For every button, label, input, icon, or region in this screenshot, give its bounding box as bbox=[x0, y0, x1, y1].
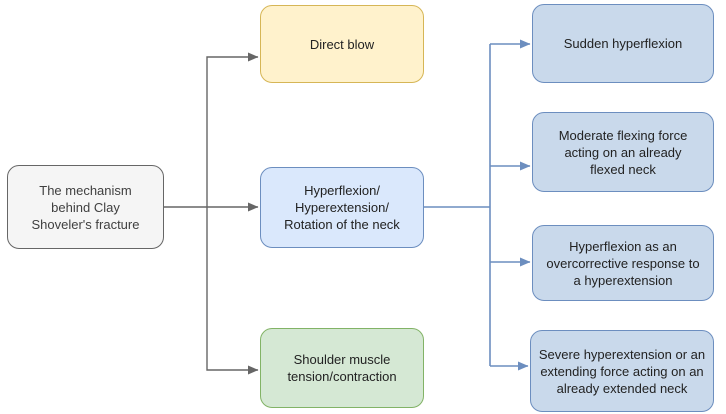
node-overcorrective-hyperflexion: Hyperflexion as an overcorrective respon… bbox=[532, 225, 714, 301]
node-sudden-hyperflexion: Sudden hyperflexion bbox=[532, 4, 714, 83]
node-sudden-hyperflexion-label: Sudden hyperflexion bbox=[563, 36, 683, 51]
node-moderate-flexing-force-label: Moderate flexing force acting on an alre… bbox=[558, 127, 688, 177]
node-direct-blow-label: Direct blow bbox=[309, 36, 375, 52]
node-moderate-flexing-force: Moderate flexing force acting on an alre… bbox=[532, 112, 714, 192]
node-overcorrective-hyperflexion-label: Hyperflexion as an overcorrective respon… bbox=[546, 238, 700, 288]
node-neck-motion-label: Hyperflexion/ Hyperextension/ Rotation o… bbox=[284, 183, 400, 232]
connector-root-to-shoulder-muscle bbox=[206, 207, 259, 375]
node-shoulder-muscle: Shoulder muscle tension/contraction bbox=[260, 328, 424, 408]
node-neck-motion: Hyperflexion/ Hyperextension/ Rotation o… bbox=[260, 167, 424, 248]
node-shoulder-muscle-label: Shoulder muscle tension/contraction bbox=[287, 352, 397, 384]
node-severe-hyperextension: Severe hyperextension or an extending fo… bbox=[530, 330, 714, 412]
connector-root-to-direct-blow bbox=[206, 52, 259, 207]
node-severe-hyperextension-label: Severe hyperextension or an extending fo… bbox=[538, 346, 706, 396]
node-root-label: The mechanism behind Clay Shoveler's fra… bbox=[31, 182, 140, 232]
node-root: The mechanism behind Clay Shoveler's fra… bbox=[7, 165, 164, 249]
node-direct-blow: Direct blow bbox=[260, 5, 424, 83]
